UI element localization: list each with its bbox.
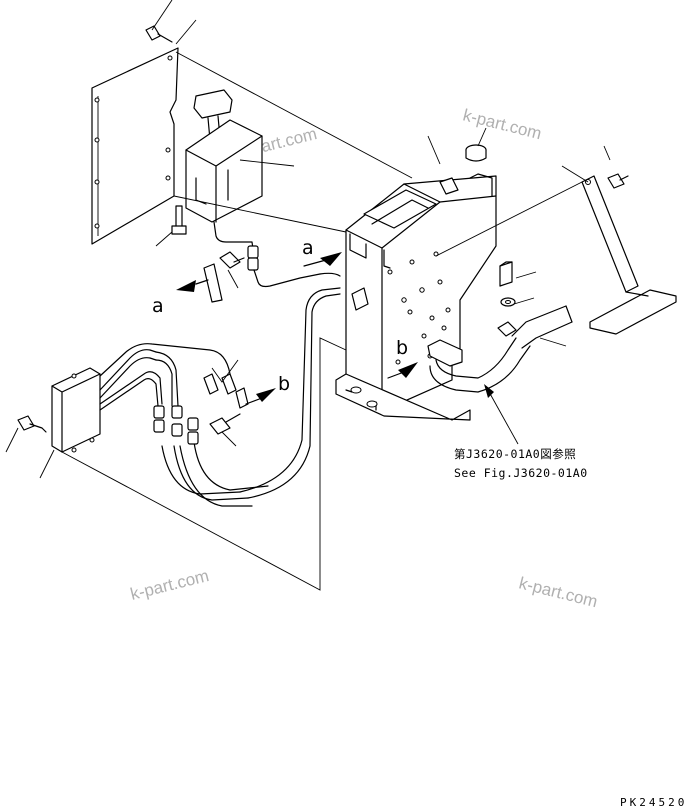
callout-a-right: a: [302, 237, 314, 259]
lower-connectors: [153, 405, 199, 445]
arrow-a-right: a: [302, 237, 342, 267]
lever-bolt: [155, 205, 187, 247]
callout-a-left: a: [152, 295, 164, 317]
arrow-b-stand: b: [387, 337, 418, 379]
reference-note: 第J3620-01A0図参照 See Fig.J3620-01A0: [454, 384, 588, 480]
bolt-washer-stack: [497, 261, 537, 337]
clamp-a: [203, 251, 245, 303]
mounting-plate: [91, 47, 179, 245]
upper-connectors: [247, 245, 259, 271]
watermark-top-right: k-part.com: [461, 105, 544, 143]
harness-to-stand: [253, 269, 321, 288]
support-bracket: [435, 165, 677, 335]
controller-harnesses: [99, 287, 341, 507]
watermark-bottom-left: k-part.com: [128, 566, 211, 604]
stand-cap: [465, 127, 487, 162]
console-stand: [335, 135, 497, 421]
controller-box: [39, 367, 101, 479]
bracket-bolt: [603, 145, 629, 189]
callout-b-stand: b: [396, 337, 408, 359]
panel-outline-lines: [61, 51, 413, 591]
callout-b-left: b: [278, 373, 290, 395]
arrow-b-left: b: [245, 373, 290, 405]
lever-harness: [213, 221, 255, 257]
control-lever: [185, 89, 295, 223]
clamp-b: [203, 359, 249, 447]
hose: [429, 305, 573, 393]
drawing-code: PK24520: [620, 796, 687, 809]
watermark-bottom-right: k-part.com: [517, 573, 600, 611]
reference-note-japanese: 第J3620-01A0図参照: [454, 447, 576, 461]
reference-note-english: See Fig.J3620-01A0: [454, 466, 588, 480]
arrow-a-left: a: [152, 279, 209, 317]
controller-bolt: [5, 415, 47, 453]
top-bolt: [145, 0, 197, 45]
